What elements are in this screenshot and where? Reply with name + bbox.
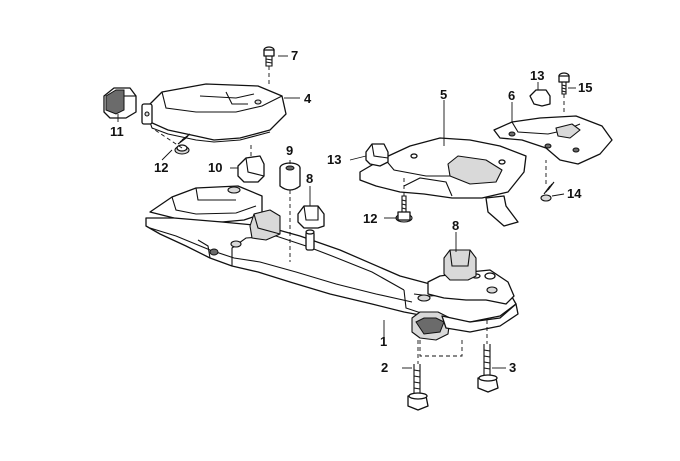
callout-8-lower: 8	[452, 218, 459, 233]
bracket-clip-part-lower	[443, 249, 496, 281]
screw-part-top	[558, 72, 570, 95]
callout-13-right: 13	[530, 68, 544, 83]
callout-6: 6	[508, 88, 515, 103]
callout-13-left: 13	[327, 152, 341, 167]
callout-2: 2	[381, 360, 388, 375]
callout-10: 10	[208, 160, 222, 175]
leader-lines	[117, 55, 576, 369]
bolt-part	[263, 46, 275, 67]
shield-plate-part	[141, 83, 287, 143]
clip-nut-part-right	[529, 89, 551, 107]
bolt-part-center	[395, 195, 413, 223]
screw-part-right	[540, 181, 555, 202]
assembly-lines	[151, 66, 565, 364]
callout-12-left: 12	[154, 160, 168, 175]
callout-14: 14	[567, 186, 582, 201]
long-bolt-part-left	[407, 364, 429, 411]
callout-3: 3	[509, 360, 516, 375]
callout-15: 15	[578, 80, 592, 95]
clip-nut-part	[237, 155, 265, 183]
callout-7: 7	[291, 48, 298, 63]
rubber-mount-part	[279, 162, 301, 191]
bracket-clip-part	[297, 205, 325, 229]
callout-8-upper: 8	[306, 171, 313, 186]
callout-4: 4	[304, 91, 312, 106]
clip-nut-part-left	[365, 143, 389, 167]
rubber-bushing-part	[103, 87, 137, 119]
callout-5: 5	[440, 87, 447, 102]
underbody-guard-part	[359, 137, 527, 227]
axle-carrier-part	[145, 185, 519, 341]
long-bolt-part-right	[477, 344, 499, 393]
callout-9: 9	[286, 143, 293, 158]
small-shield-part	[493, 115, 613, 165]
callout-11: 11	[110, 124, 124, 139]
callout-labels: 1 2 3 4 5 6 7 8 8 9 10 11 12 12 13 13 14…	[110, 48, 592, 375]
callout-12-center: 12	[363, 211, 377, 226]
callout-1: 1	[380, 334, 387, 349]
